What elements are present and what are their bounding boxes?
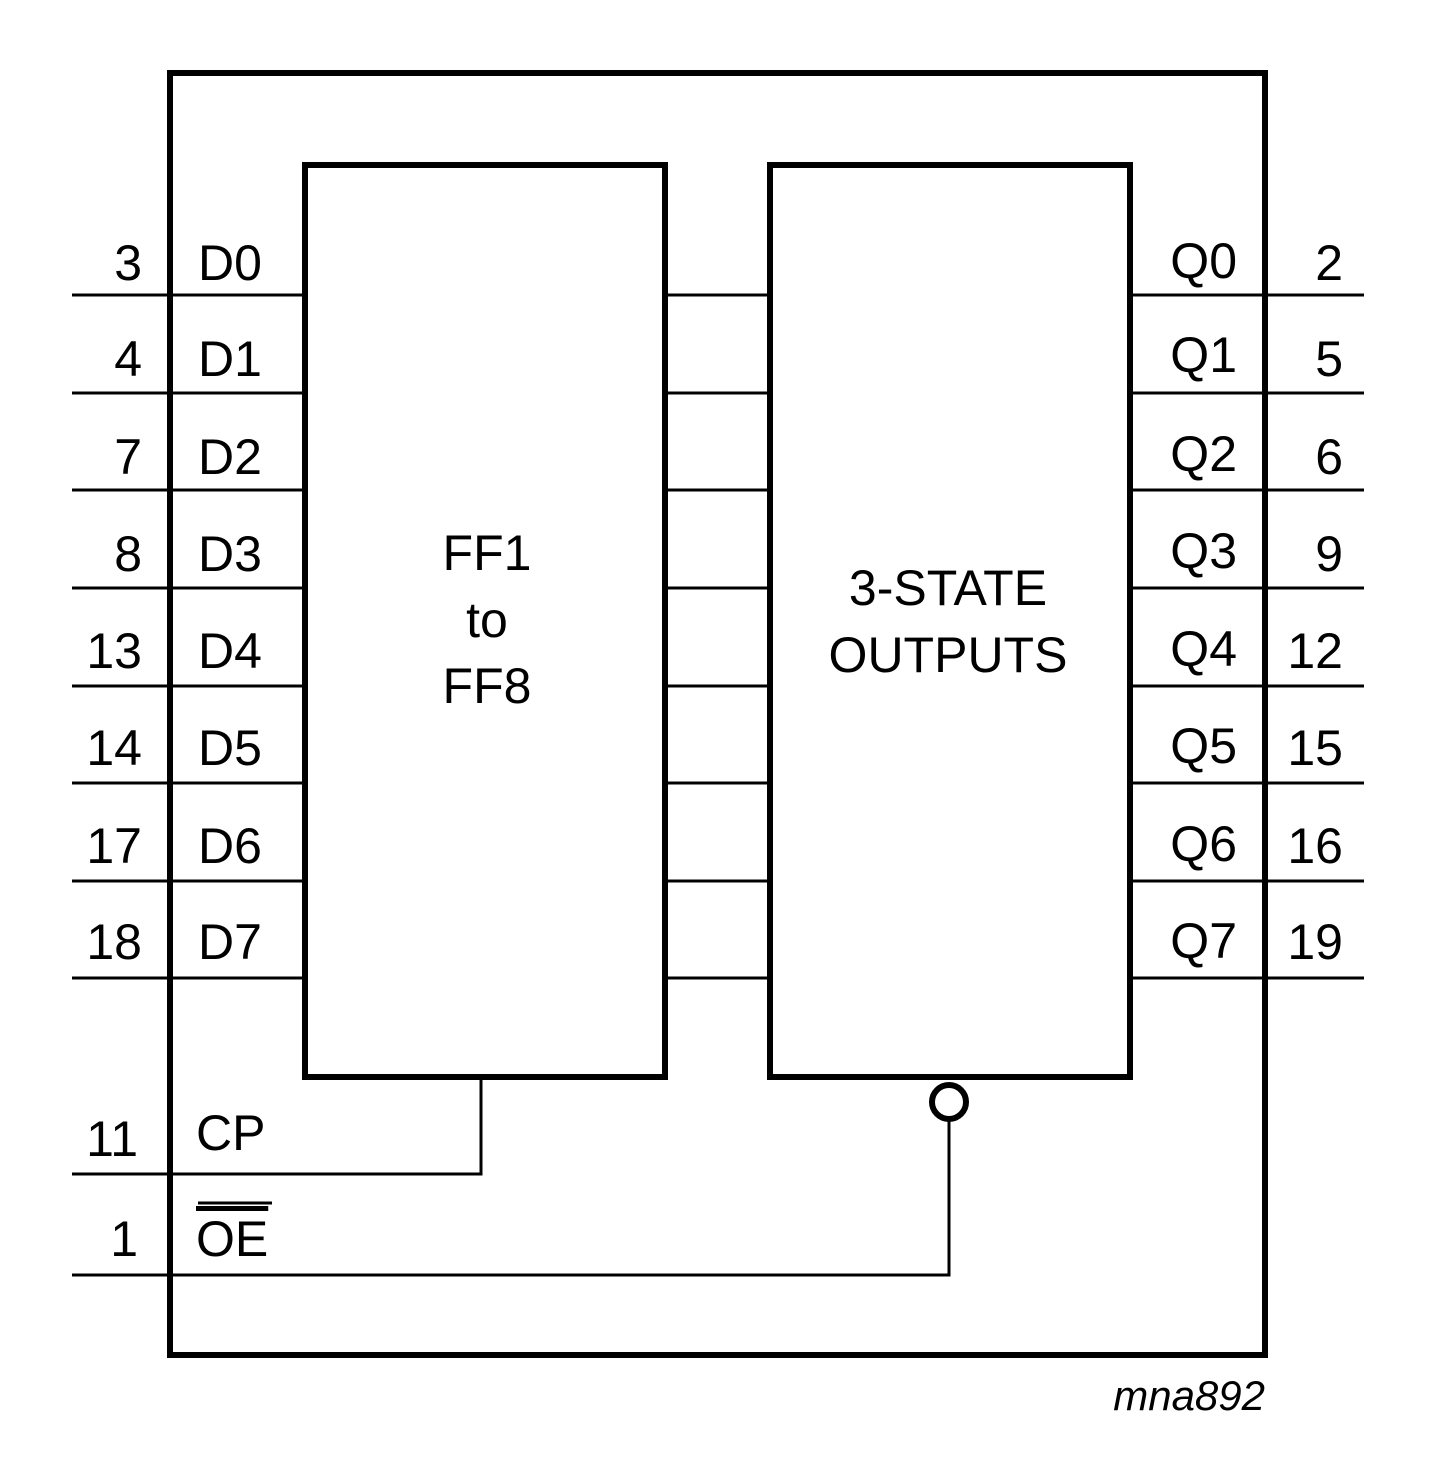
input-pin-d4: 13 D4 — [72, 623, 305, 688]
output-block-line2: OUTPUTS — [829, 627, 1068, 683]
flipflop-block-line1: FF1 — [443, 525, 532, 581]
output-block — [767, 162, 1133, 1080]
output-pin-name: Q4 — [1170, 621, 1237, 677]
input-pin-name: D3 — [198, 526, 262, 582]
package-outline — [167, 70, 1268, 1358]
oe-pin-number: 1 — [110, 1211, 138, 1267]
input-pin-name: D4 — [198, 623, 262, 679]
input-pin-name: D0 — [198, 235, 262, 291]
output-pin-q5: Q5 15 — [1130, 718, 1364, 785]
output-pin-q1: Q1 5 — [1130, 327, 1364, 395]
clock-pin-name: CP — [196, 1105, 265, 1161]
output-pin-name: Q3 — [1170, 523, 1237, 579]
output-pin-number: 15 — [1287, 720, 1343, 776]
output-pin-q6: Q6 16 — [1130, 816, 1364, 883]
clock-input: 11 CP — [72, 1077, 483, 1176]
output-pin-name: Q2 — [1170, 426, 1237, 482]
input-pin-name: D5 — [198, 720, 262, 776]
input-pin-d2: 7 D2 — [72, 429, 305, 492]
input-pin-d6: 17 D6 — [72, 818, 305, 883]
flipflop-block-line3: FF8 — [443, 658, 532, 714]
flipflop-block-line2: to — [466, 592, 508, 648]
oe-pin-name: OE — [196, 1211, 268, 1267]
output-pin-q4: Q4 12 — [1130, 621, 1364, 688]
input-pin-number: 3 — [114, 235, 142, 291]
output-pin-name: Q1 — [1170, 327, 1237, 383]
output-pin-name: Q0 — [1170, 233, 1237, 289]
output-pin-number: 16 — [1287, 818, 1343, 874]
input-pin-d1: 4 D1 — [72, 331, 305, 395]
output-pin-q2: Q2 6 — [1130, 426, 1364, 492]
input-pin-name: D7 — [198, 914, 262, 970]
input-pin-name: D6 — [198, 818, 262, 874]
output-pin-number: 2 — [1315, 235, 1343, 291]
input-pin-d0: 3 D0 — [72, 235, 305, 297]
input-pin-number: 18 — [86, 914, 142, 970]
output-block-line1: 3-STATE — [849, 560, 1047, 616]
input-pin-number: 8 — [114, 526, 142, 582]
output-enable-input: 1 OE — [72, 1082, 969, 1277]
output-pin-q7: Q7 19 — [1130, 913, 1364, 980]
input-pin-name: D1 — [198, 331, 262, 387]
input-pin-number: 4 — [114, 331, 142, 387]
output-pin-number: 9 — [1315, 526, 1343, 582]
output-pin-name: Q5 — [1170, 718, 1237, 774]
input-pin-number: 17 — [86, 818, 142, 874]
input-pin-number: 14 — [86, 720, 142, 776]
flipflop-block — [302, 162, 668, 1080]
output-pin-q3: Q3 9 — [1130, 523, 1364, 590]
inversion-bubble — [929, 1082, 969, 1122]
output-pin-q0: Q0 2 — [1130, 233, 1364, 297]
output-pin-number: 19 — [1287, 914, 1343, 970]
output-pin-number: 6 — [1315, 429, 1343, 485]
output-pin-name: Q6 — [1170, 816, 1237, 872]
input-pin-number: 13 — [86, 623, 142, 679]
internal-connections — [665, 293, 770, 980]
input-pin-d3: 8 D3 — [72, 526, 305, 590]
input-pin-number: 7 — [114, 429, 142, 485]
clock-pin-number: 11 — [86, 1111, 138, 1167]
reference-code: mna892 — [1113, 1372, 1265, 1419]
output-pin-name: Q7 — [1170, 913, 1237, 969]
output-pin-number: 5 — [1315, 331, 1343, 387]
input-pin-name: D2 — [198, 429, 262, 485]
input-pin-d5: 14 D5 — [72, 720, 305, 785]
output-pin-number: 12 — [1287, 623, 1343, 679]
input-pin-d7: 18 D7 — [72, 914, 305, 980]
